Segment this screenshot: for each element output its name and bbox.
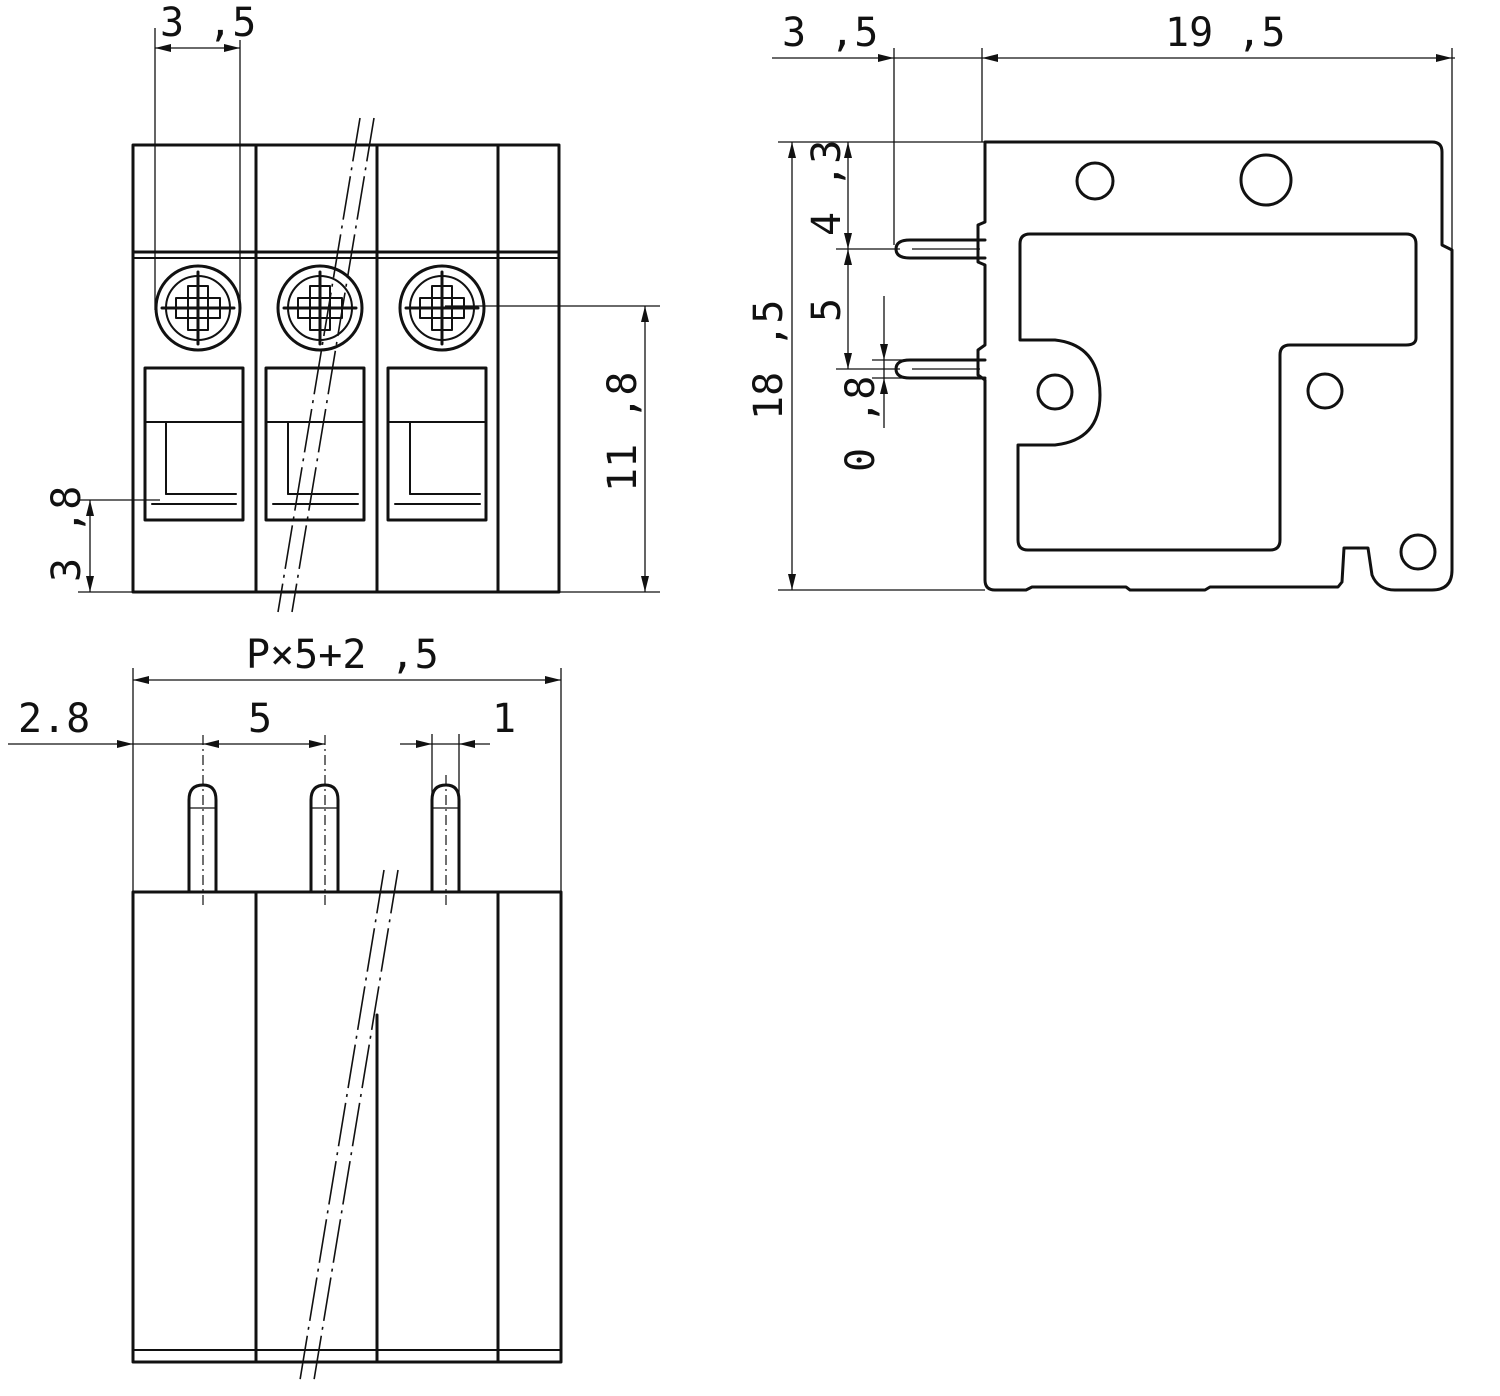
dim-label-side-total-height: 18 ,5 xyxy=(746,300,792,420)
side-hole-2 xyxy=(1239,153,1293,207)
side-hole-5 xyxy=(1399,533,1437,571)
dim-label-side-pin-spacing: 5 xyxy=(804,298,850,322)
wire-opening-3 xyxy=(386,366,488,522)
screw-1 xyxy=(154,264,242,352)
dim-front-pitch-top xyxy=(154,28,241,310)
dim-label-side-pin-diameter: 0 ,8 xyxy=(838,376,884,472)
bottom-body-outline xyxy=(131,890,563,1364)
dim-label-front-opening: 3 ,8 xyxy=(44,486,90,582)
dim-label-bottom-edge-offset: 2.8 xyxy=(18,696,90,742)
dim-side-top xyxy=(772,48,1455,250)
wire-opening-2 xyxy=(264,366,366,522)
screw-3 xyxy=(398,264,486,352)
front-break-line xyxy=(277,117,375,613)
dim-label-bottom-pin-width: 1 xyxy=(492,696,516,742)
dim-side-pin-positions xyxy=(836,142,900,370)
screw-2 xyxy=(276,264,364,352)
side-hole-1 xyxy=(1075,161,1115,201)
dim-label-front-pitch: 3 ,5 xyxy=(160,0,256,46)
dim-label-side-pin-offset: 3 ,5 xyxy=(782,10,878,56)
front-view: 3 ,5 11 ,8 3 ,8 xyxy=(44,0,660,613)
dim-label-side-length: 19 ,5 xyxy=(1165,10,1285,56)
dim-bottom-pitch xyxy=(8,734,490,800)
dim-side-total-height xyxy=(778,141,985,591)
dim-label-bottom-pitch: 5 xyxy=(248,696,272,742)
side-hole-4 xyxy=(1306,372,1344,410)
dim-label-front-height: 11 ,8 xyxy=(600,372,646,492)
dim-front-opening xyxy=(78,499,160,593)
dim-label-side-upper-pin: 4 ,3 xyxy=(804,140,850,236)
dim-front-height xyxy=(445,305,660,593)
bottom-view: P×5+2 ,5 2.8 5 1 xyxy=(8,632,563,1381)
dim-side-pin-diameter xyxy=(872,296,912,428)
side-inner-cutout xyxy=(1016,232,1418,552)
wire-opening-1 xyxy=(143,366,245,522)
side-body-outline xyxy=(976,140,1454,592)
front-body-outline xyxy=(131,143,561,594)
side-view: 3 ,5 19 ,5 18 ,5 4 ,3 5 xyxy=(746,10,1455,592)
dim-label-bottom-total-width: P×5+2 ,5 xyxy=(246,632,439,678)
bottom-break-line xyxy=(299,869,399,1381)
side-hole-3 xyxy=(1036,373,1074,411)
dim-bottom-total-width xyxy=(132,668,562,892)
